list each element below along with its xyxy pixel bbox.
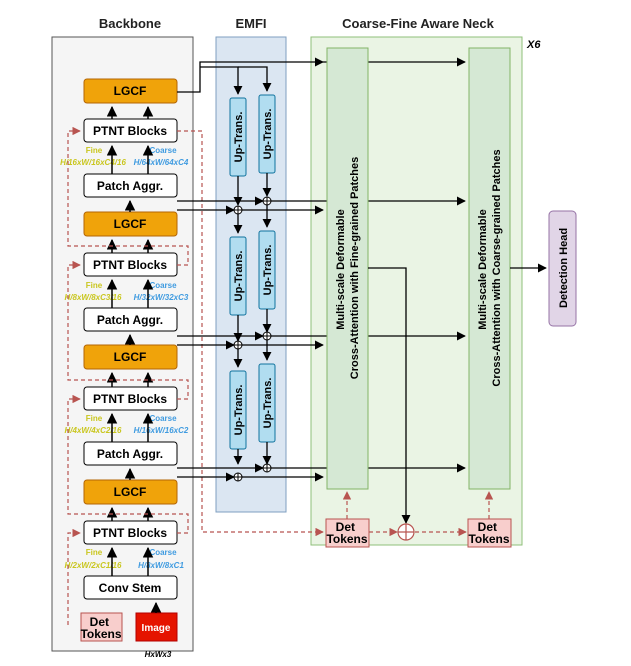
patch-aggr-label-3: Patch Aggr. [97,179,163,193]
line-lgcf4-coarse [238,66,272,92]
backbone-det-tokens-label: Det Tokens [80,615,121,641]
ptnt-label-2: PTNT Blocks [93,392,167,406]
patch-aggr-box-3 [83,173,178,198]
up-trans-coarse-bot-label: Up-Trans. [262,378,274,429]
det-token-path [67,126,494,625]
neck-tokens-word-2: Tokens [468,532,509,546]
fine-label-4: Fine [86,146,103,155]
det-path-to-neck [177,130,324,537]
patch-aggr-box-1 [83,441,178,466]
patch-aggr-box-2 [83,307,178,332]
fine-attention-line-2: Cross-Attention with Fine-grained Patche… [349,157,361,379]
det-path-to-ptnt4 [67,126,189,266]
line-lgcf4-out [177,57,324,93]
image-label: Image [142,623,171,634]
detection-head-box [548,210,577,327]
coarse-dim-4: H/64xW/64xC4 [134,158,189,167]
neck-sum-cross [398,524,414,540]
up-trans-fine-mid-label: Up-Trans. [233,251,245,302]
coarse-dim-1: H/8xW/8xC1 [138,561,184,570]
conv-stem-box [83,575,178,600]
neck-det-tokens-label-2: Det Tokens [468,520,509,546]
fine-dim-4: H/16xW/16xC4/16 [60,158,126,167]
coarse-dim-3: H/32xW/32xC3 [134,293,189,302]
coarse-attention-line-1: Multi-scale Deformable [477,209,489,329]
neck-det-word-1: Det [336,520,355,534]
neck-det-tokens-box-2 [467,518,512,548]
emfi-up-trans-blocks: Up-Trans. Up-Trans. Up-Trans. Up-Trans. … [229,94,276,450]
neck-det-word-2: Det [478,520,497,534]
fine-label-1: Fine [86,548,103,557]
patch-aggr-label-2: Patch Aggr. [97,313,163,327]
coarse-label-4: Coarse [149,146,177,155]
neck-lines [368,263,547,524]
ptnt-label-3: PTNT Blocks [93,258,167,272]
backbone-title: Backbone [99,16,161,31]
neck-det-tokens-box-1 [325,518,370,548]
neck-tokens-word-1: Tokens [326,532,367,546]
det-path-to-ptnt3 [67,260,189,400]
emfi-flow-lines [177,57,466,482]
image-box [135,612,178,642]
repeat-label: X6 [526,39,541,51]
emfi-title: EMFI [235,16,266,31]
up-trans-coarse-top-label: Up-Trans. [262,109,274,160]
detection-head-label: Detection Head [558,228,570,308]
fine-dim-2: H/4xW/4xC2/16 [65,426,122,435]
lgcf-label-2: LGCF [114,350,147,364]
lgcf-label-4: LGCF [114,84,147,98]
neck-det-tokens-label-1: Det Tokens [326,520,367,546]
coarse-attention-line-2: Cross-Attention with Coarse-grained Patc… [491,149,503,386]
backbone-det-tokens-box [80,612,123,642]
fine-dim-3: H/8xW/8xC3/16 [65,293,122,302]
conv-stem-label: Conv Stem [99,581,162,595]
coarse-dim-2: H/16xW/16xC2 [134,426,189,435]
coarse-label-1: Coarse [149,548,177,557]
emfi-sum-crosses [234,197,271,481]
coarse-attention-label: Multi-scale Deformable Cross-Attention w… [477,149,503,386]
det-path-to-ptnt1 [67,528,81,625]
fine-attention-label: Multi-scale Deformable Cross-Attention w… [335,157,361,379]
fine-label-2: Fine [86,414,103,423]
tokens-word: Tokens [80,627,121,641]
line-fine-to-sum [368,267,411,524]
ptnt-label-1: PTNT Blocks [93,526,167,540]
patch-aggr-label-1: Patch Aggr. [97,447,163,461]
coarse-attention-block [468,47,511,490]
fine-label-3: Fine [86,281,103,290]
det-path-to-ptnt2 [67,394,189,534]
lgcf-label-3: LGCF [114,217,147,231]
up-trans-coarse-mid-label: Up-Trans. [262,245,274,296]
ptnt-label-4: PTNT Blocks [93,124,167,138]
fine-attention-block [326,47,369,490]
fine-attention-line-1: Multi-scale Deformable [335,209,347,329]
coarse-label-3: Coarse [149,281,177,290]
lgcf-label-1: LGCF [114,485,147,499]
coarse-label-2: Coarse [149,414,177,423]
fine-dim-1: H/2xW/2xC1/16 [65,561,122,570]
neck-title: Coarse-Fine Aware Neck [342,16,495,31]
up-trans-fine-top-label: Up-Trans. [233,112,245,163]
up-trans-fine-bot-label: Up-Trans. [233,385,245,436]
lgcf-box-4 [83,78,178,104]
det-word: Det [90,615,109,629]
image-size-label: HxWx3 [145,650,172,659]
